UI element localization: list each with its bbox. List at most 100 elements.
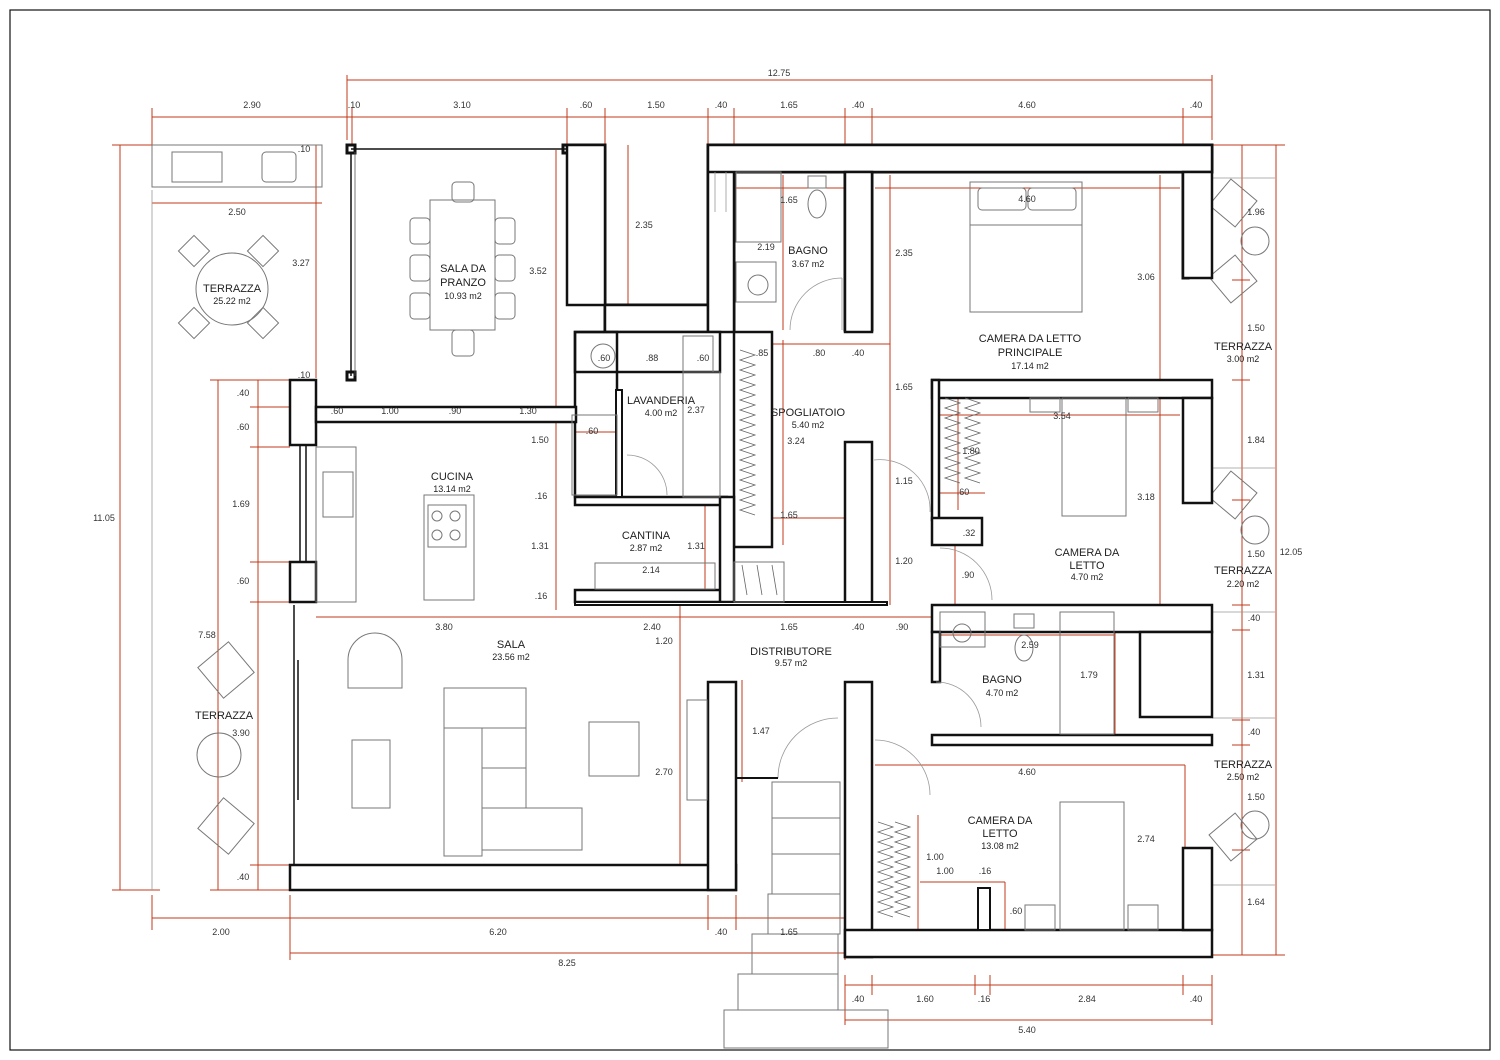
dim-label: .40: [852, 348, 865, 358]
dim-label: 2.19: [757, 242, 775, 252]
room-name: LETTO: [982, 828, 1018, 840]
room-area: 3.00 m2: [1227, 354, 1260, 364]
room-name: CUCINA: [431, 471, 474, 483]
terrace-e-furniture: [1208, 177, 1275, 886]
dim-label: .16: [535, 591, 548, 601]
dim-label: 3.54: [1053, 411, 1071, 421]
dim-label: 3.18: [1137, 492, 1155, 502]
dim-label: 5.40: [1018, 1025, 1036, 1035]
interior-furniture: [315, 171, 1159, 1049]
dim-label: 6.20: [489, 927, 507, 937]
room-name: TERRAZZA: [1214, 565, 1273, 577]
dim-label: 1.64: [1247, 897, 1265, 907]
dim-label: .90: [449, 406, 462, 416]
room-area: 2.87 m2: [630, 543, 663, 553]
dim-label: 2.74: [1137, 834, 1155, 844]
room-area: 10.93 m2: [444, 291, 482, 301]
dim-label: 3.80: [435, 622, 453, 632]
room-name: TERRAZZA: [195, 710, 254, 722]
dim-label: 1.84: [1247, 435, 1265, 445]
dim-label: 4.60: [1018, 194, 1036, 204]
room-name: TERRAZZA: [203, 283, 262, 295]
dim-label: 1.65: [780, 100, 798, 110]
dim-label: 2.50: [228, 207, 246, 217]
dim-label: 12.05: [1280, 547, 1303, 557]
dim-label: 2.40: [643, 622, 661, 632]
dim-label: 1.79: [1080, 670, 1098, 680]
room-area: 13.08 m2: [981, 841, 1019, 851]
dim-label: 2.70: [655, 767, 673, 777]
dimension-labels: 12.75 2.90 .10 3.10 .60 1.50 .40 1.65 .4…: [93, 68, 1302, 1035]
dim-label: 1.31: [1247, 670, 1265, 680]
dim-label: .40: [852, 994, 865, 1004]
dim-label: .40: [1190, 100, 1203, 110]
dim-label: 12.75: [768, 68, 791, 78]
room-name: LETTO: [1069, 560, 1105, 572]
terrace-nw-furniture: [151, 144, 323, 890]
room-area: 3.67 m2: [792, 259, 825, 269]
room-area: 13.14 m2: [433, 484, 471, 494]
room-name: SPOGLIATOIO: [771, 407, 846, 419]
dim-label: .16: [979, 866, 992, 876]
room-name: CAMERA DA: [968, 815, 1033, 827]
dim-label: 1.65: [780, 195, 798, 205]
dim-label: 11.05: [93, 513, 115, 523]
dim-label: .10: [298, 144, 311, 154]
room-area: 5.40 m2: [792, 420, 825, 430]
dim-label: 7.58: [198, 630, 216, 640]
dim-label: 1.20: [895, 556, 913, 566]
dim-label: .60: [580, 100, 593, 110]
dim-label: .40: [715, 927, 728, 937]
dim-label: 3.52: [529, 266, 547, 276]
dim-label: 1.31: [531, 541, 549, 551]
dim-label: 3.27: [292, 258, 310, 268]
dim-label: .40: [237, 872, 250, 882]
dim-label: 2.35: [895, 248, 913, 258]
dim-label: 2.14: [642, 565, 660, 575]
dim-label: 1.00: [926, 852, 944, 862]
dim-label: 3.10: [453, 100, 471, 110]
dim-label: 1.15: [895, 476, 913, 486]
dim-label: 1.80: [962, 446, 980, 456]
room-name: PRINCIPALE: [998, 347, 1063, 359]
dim-label: .40: [1248, 613, 1261, 623]
room-name: CANTINA: [622, 530, 671, 542]
dim-label: .10: [348, 100, 361, 110]
room-area: 23.56 m2: [492, 652, 530, 662]
dim-label: 1.50: [647, 100, 665, 110]
dim-label: .60: [237, 576, 250, 586]
room-area: 2.50 m2: [1227, 772, 1260, 782]
room-area: 4.70 m2: [986, 688, 1019, 698]
dim-label: 1.96: [1247, 207, 1265, 217]
dim-label: .80: [813, 348, 826, 358]
dim-label: 1.50: [531, 435, 549, 445]
dim-label: .60: [237, 422, 250, 432]
room-name: BAGNO: [982, 674, 1022, 686]
room-name: SALA DA: [440, 263, 487, 275]
dim-label: 2.37: [687, 405, 705, 415]
room-name: CAMERA DA: [1055, 547, 1120, 559]
room-name: PRANZO: [440, 277, 486, 289]
dim-label: 2.59: [1021, 640, 1039, 650]
dim-label: 1.65: [895, 382, 913, 392]
dim-label: 1.65: [780, 622, 798, 632]
dim-label: 3.06: [1137, 272, 1155, 282]
dim-label: 1.50: [1247, 792, 1265, 802]
dim-label: 1.60: [916, 994, 934, 1004]
dim-label: 2.90: [243, 100, 261, 110]
dim-label: .60: [331, 406, 344, 416]
dim-label: .90: [962, 570, 975, 580]
room-name: BAGNO: [788, 245, 828, 257]
room-name: CAMERA DA LETTO: [979, 333, 1082, 345]
dim-label: .85: [756, 348, 769, 358]
dim-label: .16: [978, 994, 991, 1004]
room-area: 2.20 m2: [1227, 579, 1260, 589]
dim-label: 8.25: [558, 958, 576, 968]
dim-label: .40: [715, 100, 728, 110]
dim-label: .88: [646, 353, 659, 363]
walls: [288, 143, 1214, 959]
dim-label: 1.65: [780, 510, 798, 520]
dim-label: .40: [1248, 727, 1261, 737]
dim-label: .40: [237, 388, 250, 398]
